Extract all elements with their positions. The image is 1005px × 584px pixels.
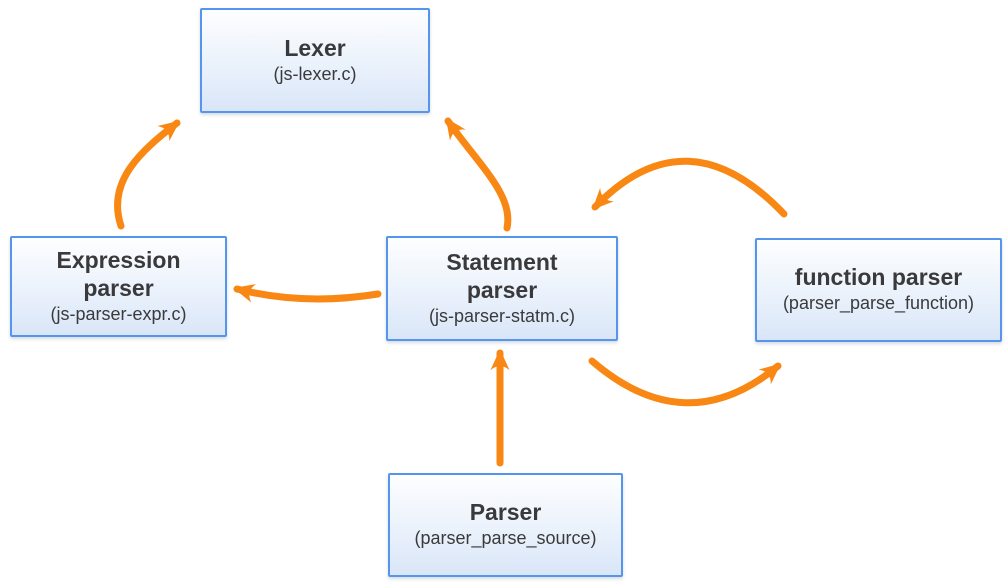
node-lexer: Lexer (js-lexer.c) xyxy=(200,8,430,113)
node-lexer-title: Lexer xyxy=(284,34,346,61)
arrow-statement-parser-to-lexer xyxy=(444,117,512,232)
node-parser-title: Parser xyxy=(469,499,542,526)
node-expression-parser: Expression parser (js-parser-expr.c) xyxy=(10,236,227,337)
node-parser-subtitle: (parser_parse_source) xyxy=(414,528,597,549)
arrow-function-parser-to-statement-parser xyxy=(591,157,788,218)
node-expression-parser-title: Expression parser xyxy=(56,246,181,301)
node-statement-parser-subtitle: (js-parser-statm.c) xyxy=(428,305,575,326)
arrow-statement-parser-to-expression-parser xyxy=(233,283,382,303)
node-expression-parser-subtitle: (js-parser-expr.c) xyxy=(50,303,187,324)
node-function-parser-title: function parser xyxy=(794,264,963,291)
node-function-parser-subtitle: (parser_parse_function) xyxy=(782,293,975,314)
node-statement-parser: Statement parser (js-parser-statm.c) xyxy=(386,236,618,341)
node-statement-parser-title: Statement parser xyxy=(446,248,558,303)
node-lexer-subtitle: (js-lexer.c) xyxy=(273,63,357,84)
arrow-statement-parser-to-function-parser xyxy=(588,357,782,407)
node-parser: Parser (parser_parse_source) xyxy=(388,473,623,577)
node-function-parser: function parser (parser_parse_function) xyxy=(755,238,1002,342)
arrow-expression-parser-to-lexer xyxy=(114,119,181,230)
